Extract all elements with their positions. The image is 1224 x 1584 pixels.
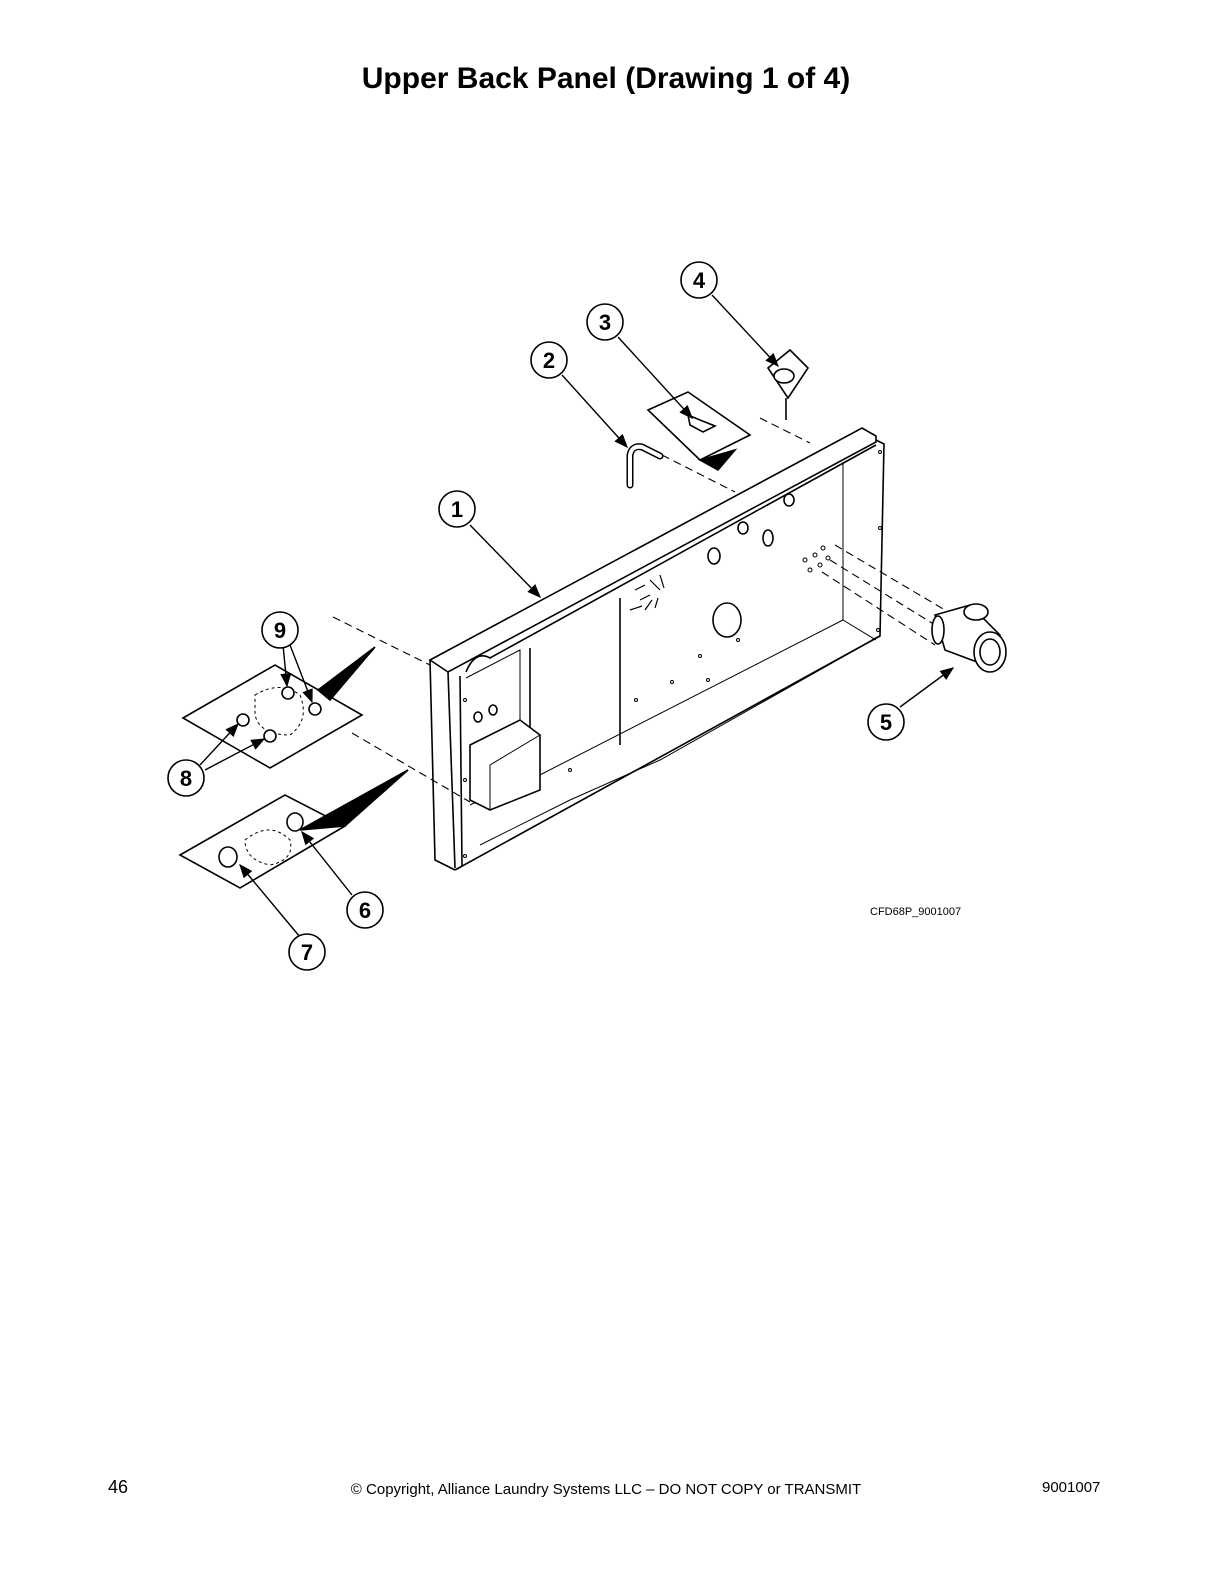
callout-4 (680, 261, 718, 299)
callout-2 (530, 341, 568, 379)
callout-label: 1 (451, 497, 463, 522)
document-number: 9001007 (1042, 1479, 1101, 1496)
nut-part (286, 812, 304, 832)
callout-label: 3 (599, 310, 611, 335)
callout-label: 6 (359, 898, 371, 923)
screw-part (686, 413, 717, 433)
drawing-id: CFD68P_9001007 (870, 906, 962, 918)
nut-part (281, 686, 295, 700)
fitting-part (218, 846, 238, 868)
callout-1 (438, 490, 476, 528)
cap-part (773, 368, 795, 384)
callout-label: 5 (880, 710, 892, 735)
tee-fitting-part (931, 603, 1007, 673)
page-title: Upper Back Panel (Drawing 1 of 4) (361, 62, 851, 95)
nut-part (308, 702, 322, 716)
callout-label: 9 (274, 618, 286, 643)
callout-label: 4 (693, 268, 706, 293)
callout-label: 8 (180, 766, 192, 791)
fitting-part (236, 713, 250, 727)
callout-label: 2 (543, 348, 555, 373)
back-panel-part (428, 427, 885, 871)
copyright-notice: © Copyright, Alliance Laundry Systems LL… (350, 1481, 862, 1498)
page-number: 46 (108, 1477, 129, 1497)
callout-7 (288, 933, 326, 971)
callout-label: 7 (301, 940, 313, 965)
callout-8 (167, 759, 205, 797)
callout-9 (261, 611, 299, 649)
callout-5 (867, 703, 905, 741)
callout-3 (586, 303, 624, 341)
fitting-part (263, 729, 277, 743)
callout-6 (346, 891, 384, 929)
